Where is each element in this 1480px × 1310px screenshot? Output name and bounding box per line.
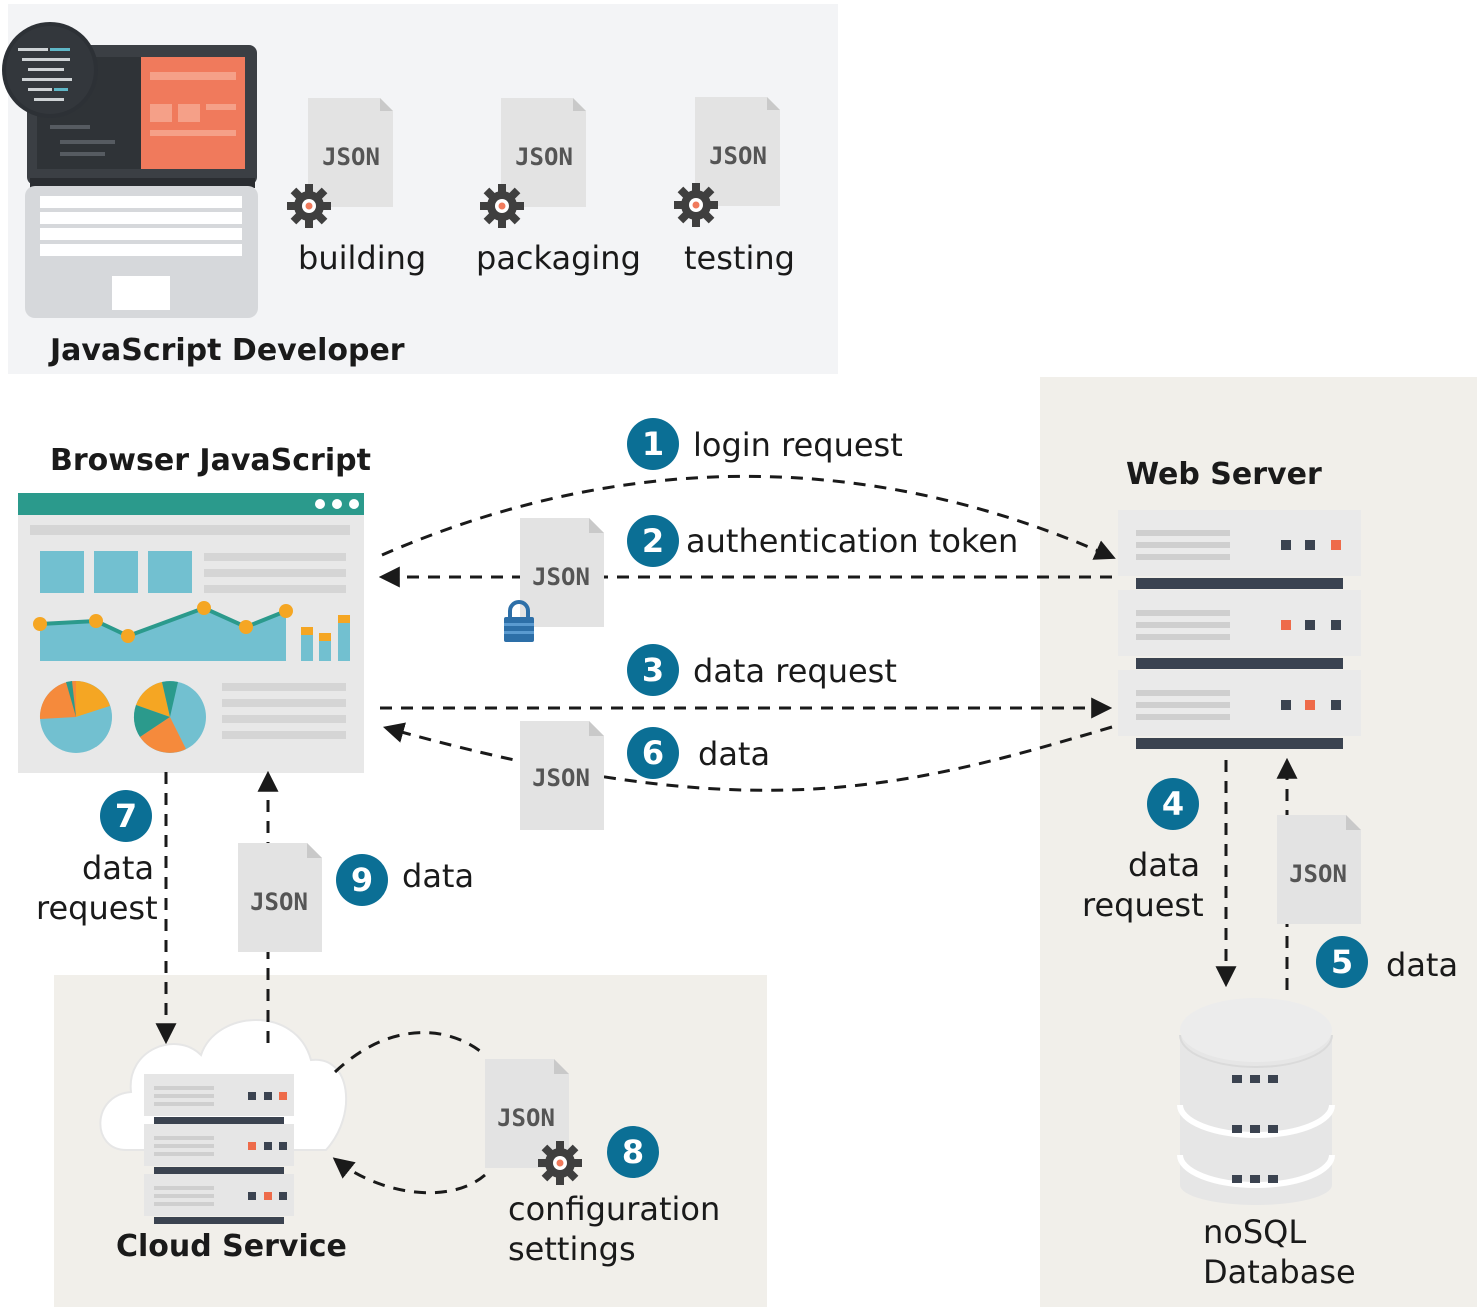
database-label-line2: Database xyxy=(1203,1253,1356,1291)
step-badge-3: 3 xyxy=(627,644,679,696)
cloud-title: Cloud Service xyxy=(116,1229,347,1264)
step-badge-5: 5 xyxy=(1316,936,1368,988)
laptop-icon xyxy=(2,22,258,318)
packaging-json-doc: JSON xyxy=(480,98,586,228)
step-label-4-line1: data xyxy=(1128,846,1201,884)
json-doc-cloud: JSON xyxy=(238,843,322,952)
step-badge-8: 8 xyxy=(607,1126,659,1178)
cloud-service-icon xyxy=(99,1019,347,1224)
step-label-8-line2: settings xyxy=(508,1230,636,1268)
svg-text:JSON: JSON xyxy=(532,764,590,792)
step-label-6: data xyxy=(698,735,771,773)
step-badge-1: 1 xyxy=(627,418,679,470)
step-badge-7: 7 xyxy=(100,790,152,842)
json-doc-config: JSON xyxy=(485,1059,582,1185)
step-badge-2: 2 xyxy=(627,515,679,567)
arrow-login-request xyxy=(381,474,1116,560)
gear-icon xyxy=(287,184,331,228)
svg-text:JSON: JSON xyxy=(497,1104,555,1132)
web-server-icon xyxy=(1118,510,1361,749)
svg-text:JSON: JSON xyxy=(322,143,380,171)
browser-window xyxy=(18,493,364,773)
lock-icon xyxy=(504,600,534,642)
building-json-doc: JSON xyxy=(287,98,393,228)
json-doc-db: JSON xyxy=(1277,815,1361,924)
gear-icon xyxy=(674,183,718,227)
step-label-4-line2: request xyxy=(1082,886,1204,924)
server-title: Web Server xyxy=(1126,457,1322,492)
task-label-testing: testing xyxy=(684,239,795,277)
database-label-line1: noSQL xyxy=(1203,1213,1307,1251)
step-label-1: login request xyxy=(693,426,903,464)
step-badge-4: 4 xyxy=(1147,778,1199,830)
testing-json-doc: JSON xyxy=(674,97,780,227)
step-label-7-line1: data xyxy=(82,849,155,887)
svg-text:JSON: JSON xyxy=(1289,860,1347,888)
step-label-7-line2: request xyxy=(36,889,158,927)
gear-icon xyxy=(480,184,524,228)
svg-text:JSON: JSON xyxy=(250,888,308,916)
step-label-2: authentication token xyxy=(686,522,1019,560)
browser-title: Browser JavaScript xyxy=(50,443,371,478)
gear-icon xyxy=(538,1141,582,1185)
step-label-9: data xyxy=(402,857,475,895)
json-doc-auth: JSON xyxy=(504,518,604,642)
step-label-8-line1: configuration xyxy=(508,1190,721,1228)
json-doc-data: JSON xyxy=(520,721,604,830)
task-label-building: building xyxy=(298,239,427,277)
step-label-3: data request xyxy=(693,652,897,690)
developer-title: JavaScript Developer xyxy=(50,333,405,368)
step-badge-6: 6 xyxy=(627,727,679,779)
database-icon xyxy=(1177,998,1335,1205)
svg-text:JSON: JSON xyxy=(515,143,573,171)
step-label-5: data xyxy=(1386,946,1459,984)
task-label-packaging: packaging xyxy=(476,239,641,277)
svg-text:JSON: JSON xyxy=(532,563,590,591)
step-badge-9: 9 xyxy=(336,854,388,906)
arrow-config-loop xyxy=(335,1031,486,1195)
svg-text:JSON: JSON xyxy=(709,142,767,170)
